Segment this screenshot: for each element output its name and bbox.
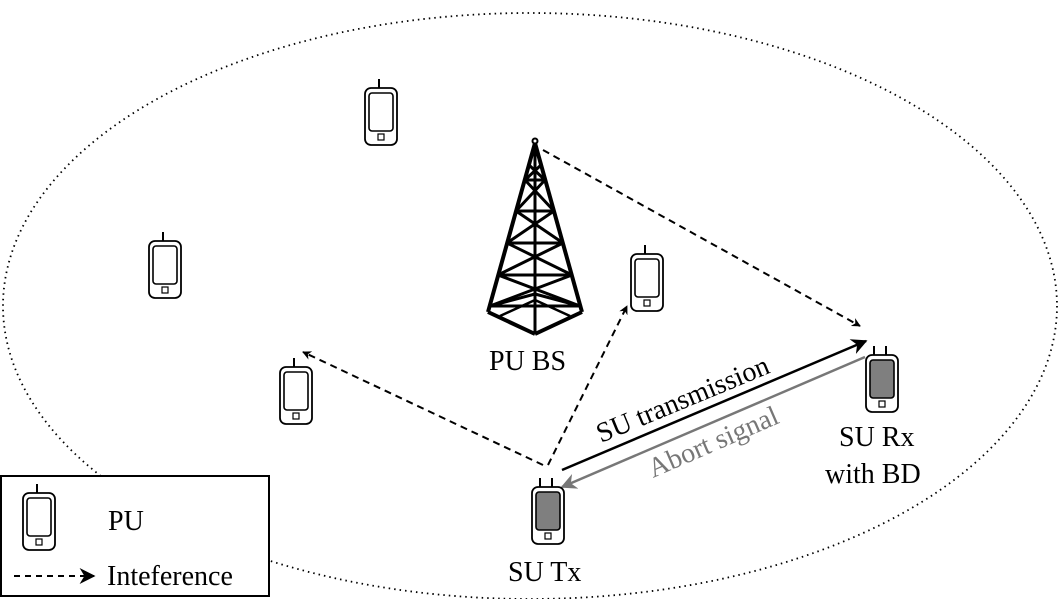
interference-arrow-tx-to-pu-center [547,305,628,466]
legend: PU Inteference [0,475,270,597]
phone-icon [22,483,56,551]
coverage-area [2,12,1058,600]
interference-arrow-bs-to-rx [542,149,861,327]
legend-interference-label: Inteference [107,561,233,592]
su-transmission-arrow [561,339,868,472]
phone-icon [364,78,398,146]
su-rx-label-line1: SU Rx [839,422,914,453]
legend-pu-label: PU [108,506,144,537]
phone-icon [148,231,182,299]
abort-signal-arrow [560,355,866,489]
su-rx-label-line2: with BD [825,459,921,490]
interference-arrow-tx-to-pu-left [302,351,544,466]
su-tx-label: SU Tx [508,557,581,588]
phone-icon [630,244,664,312]
phone-gray-icon [865,345,899,413]
phone-gray-icon [531,477,565,545]
phone-icon [279,357,313,425]
pu-bs-label: PU BS [489,346,566,377]
tower-icon [486,137,584,336]
